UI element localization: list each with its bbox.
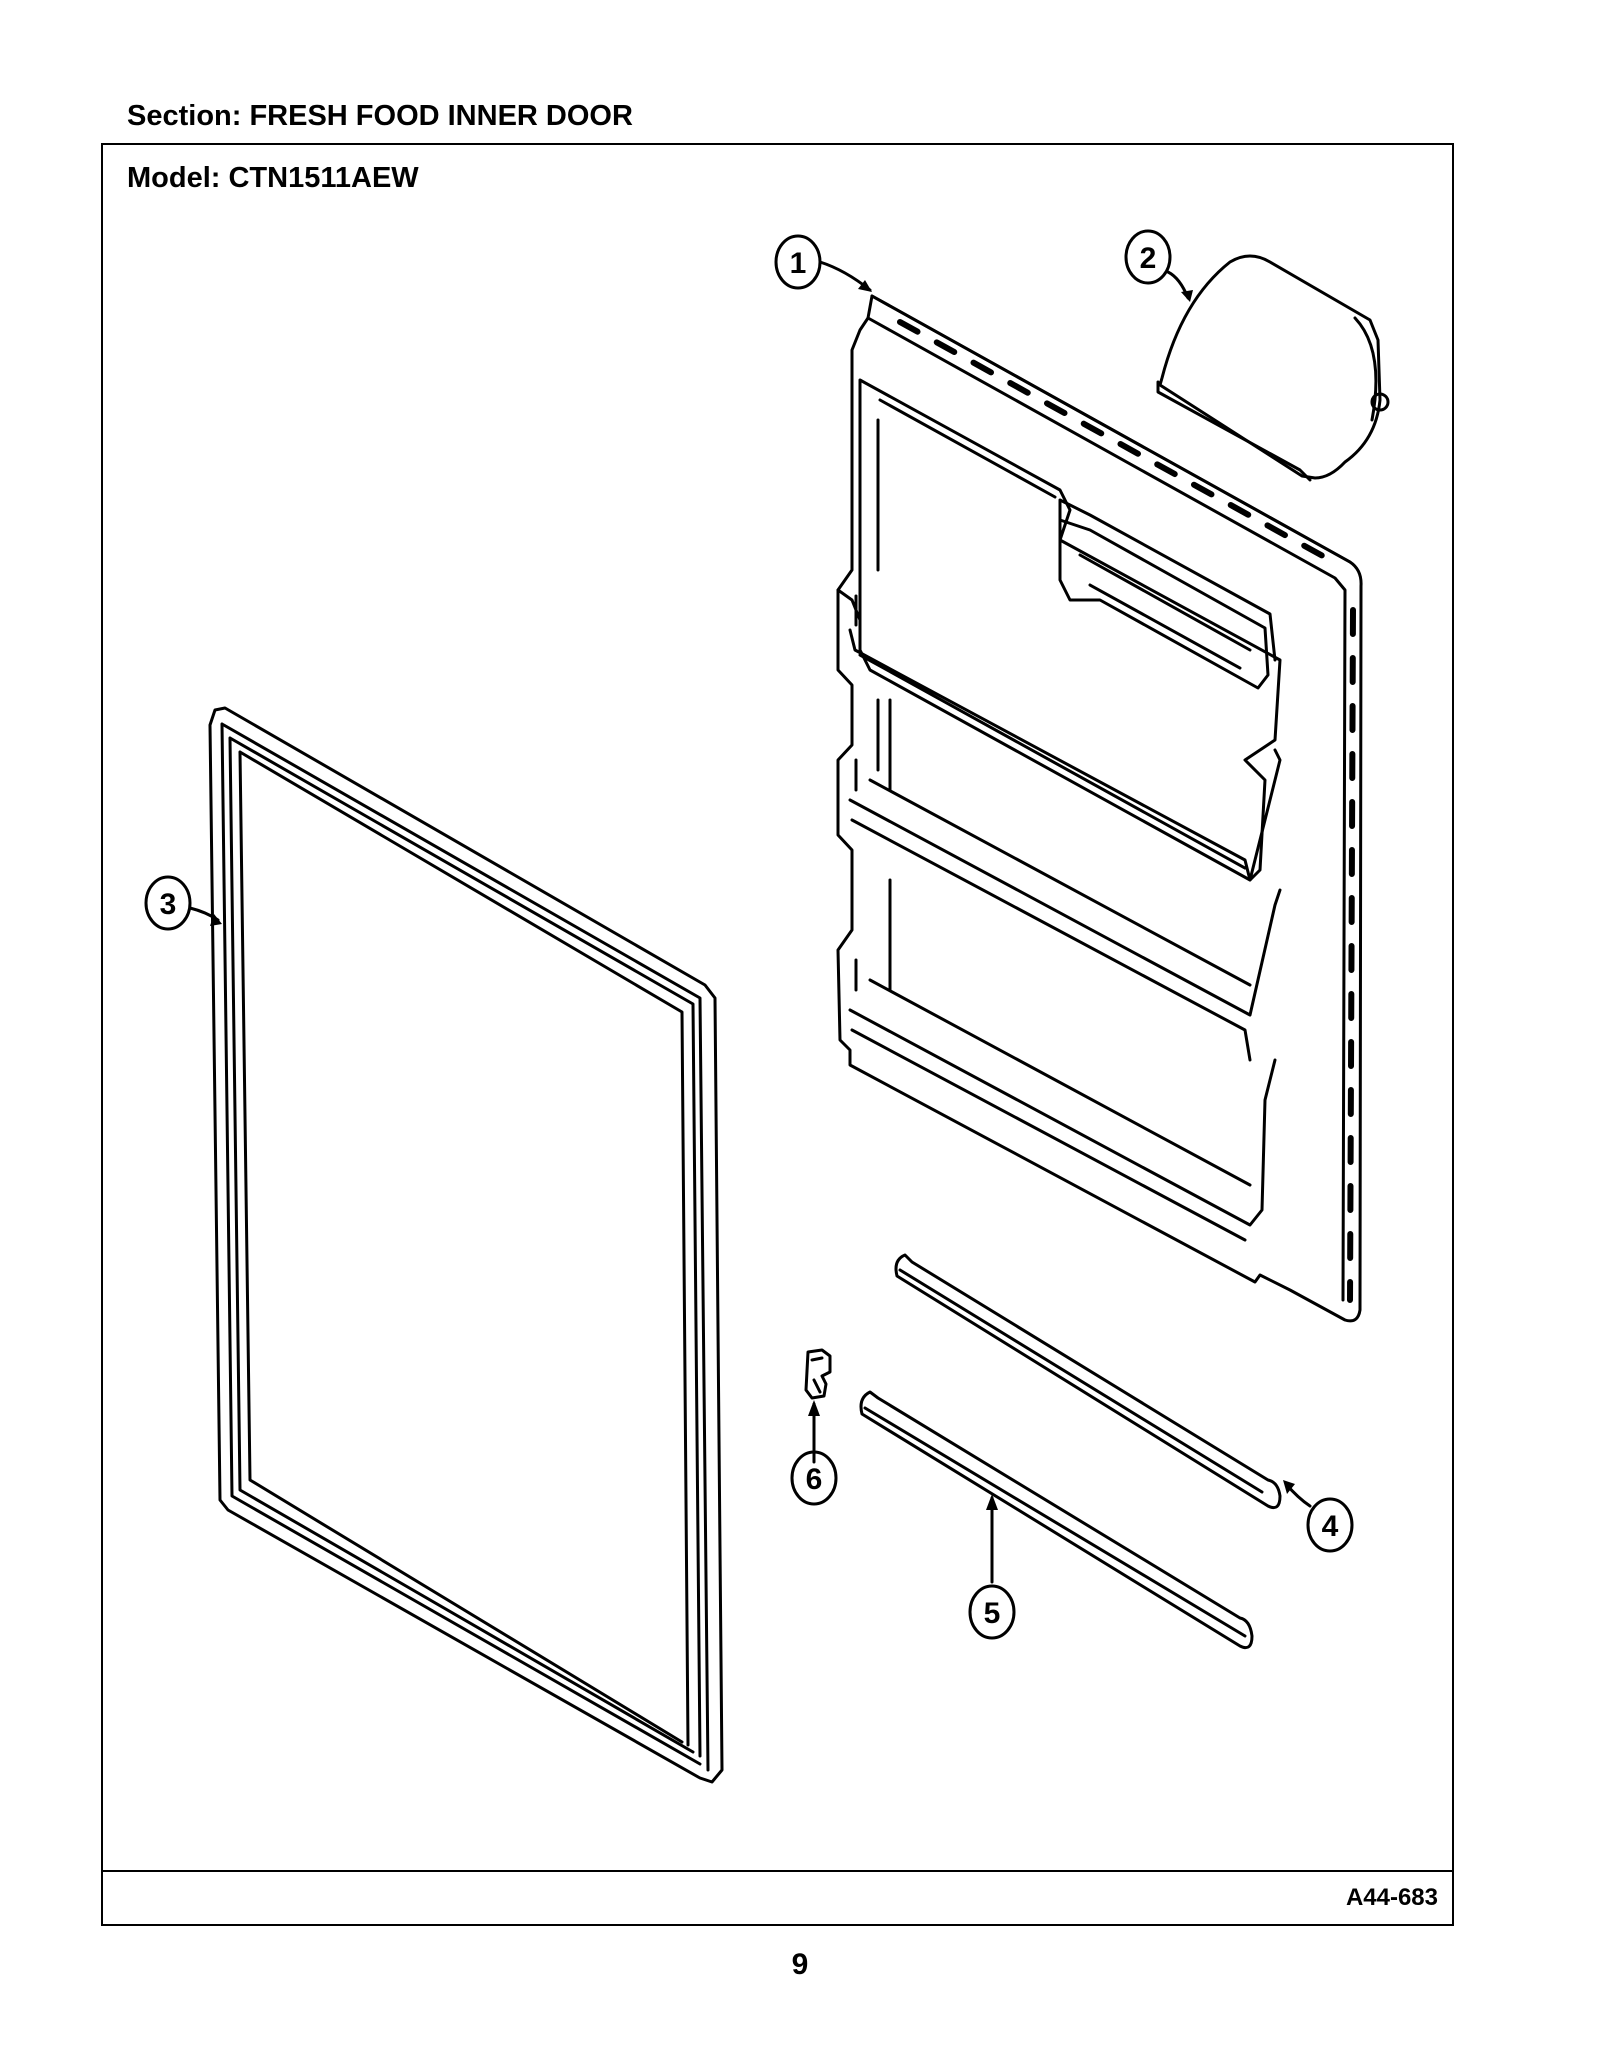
dairy-door-edge bbox=[1353, 316, 1378, 422]
callout-3: 3 bbox=[144, 875, 192, 931]
liner-cavity-inner bbox=[878, 398, 1277, 662]
liner-shelf-1 bbox=[836, 588, 1282, 882]
arrowhead-6 bbox=[808, 1400, 820, 1416]
callout-4-label: 4 bbox=[1322, 1510, 1339, 1543]
gasket-outer bbox=[208, 706, 724, 1784]
callout-2: 2 bbox=[1124, 229, 1172, 285]
liner-shelf-3 bbox=[848, 878, 1277, 1242]
part-shelf-trim-lower bbox=[859, 1390, 1254, 1650]
callout-1-label: 1 bbox=[790, 247, 807, 280]
callout-4: 4 bbox=[1306, 1497, 1354, 1553]
liner-outline bbox=[836, 294, 1363, 1323]
liner-top-flange bbox=[866, 294, 1352, 1302]
footer-divider bbox=[101, 1870, 1454, 1872]
callout-1: 1 bbox=[774, 234, 822, 290]
trim-lower-body bbox=[859, 1390, 1254, 1650]
callout-2-circle bbox=[1124, 229, 1172, 285]
trim-lower-line bbox=[863, 1406, 1247, 1638]
arrowhead-2 bbox=[1181, 290, 1193, 302]
leader-arrowheads bbox=[210, 280, 1295, 1510]
gasket-band-2 bbox=[228, 736, 702, 1758]
page-number: 9 bbox=[791, 1948, 809, 1981]
callout-5: 5 bbox=[968, 1584, 1016, 1640]
callout-3-circle bbox=[144, 875, 192, 931]
arrowhead-5 bbox=[986, 1494, 998, 1510]
dairy-door-body bbox=[1158, 254, 1382, 480]
drawing-code: A44-683 bbox=[1345, 1884, 1438, 1911]
callout-5-circle bbox=[968, 1584, 1016, 1640]
callout-6-circle bbox=[790, 1450, 838, 1506]
arrowhead-4 bbox=[1283, 1480, 1295, 1494]
part-door-gasket bbox=[208, 706, 724, 1784]
leader-lines bbox=[188, 260, 1312, 1584]
liner-shelf-2 bbox=[848, 698, 1282, 1062]
dairy-door-lip bbox=[1156, 380, 1312, 482]
section-title: Section: FRESH FOOD INNER DOOR bbox=[127, 100, 633, 132]
clip-body bbox=[804, 1348, 832, 1400]
part-retainer-clip bbox=[804, 1348, 832, 1400]
liner-dairy-compartment bbox=[1058, 518, 1270, 690]
liner-top-dashes bbox=[897, 319, 1333, 563]
gasket-band-3 bbox=[238, 750, 690, 1747]
callout-3-label: 3 bbox=[160, 888, 177, 921]
callout-5-label: 5 bbox=[984, 1597, 1001, 1630]
gasket-band-1 bbox=[220, 722, 710, 1772]
dairy-door-hinge-pin bbox=[1370, 392, 1390, 412]
callout-6-label: 6 bbox=[806, 1463, 823, 1496]
liner-cavity bbox=[858, 378, 1282, 882]
trim-upper-body bbox=[894, 1253, 1282, 1510]
callout-6: 6 bbox=[790, 1450, 838, 1506]
callout-1-circle bbox=[774, 234, 822, 290]
callout-2-label: 2 bbox=[1140, 242, 1157, 275]
arrowhead-3 bbox=[210, 914, 222, 926]
diagram-frame bbox=[101, 143, 1454, 1926]
callout-4-circle bbox=[1306, 1497, 1354, 1553]
trim-upper-line bbox=[898, 1268, 1264, 1494]
part-inner-door-liner bbox=[836, 294, 1363, 1323]
part-shelf-trim-upper bbox=[894, 1253, 1282, 1510]
arrowhead-1 bbox=[858, 280, 872, 292]
model-title: Model: CTN1511AEW bbox=[127, 162, 419, 194]
part-dairy-door bbox=[1156, 254, 1390, 482]
liner-right-dashes bbox=[1347, 607, 1356, 1303]
